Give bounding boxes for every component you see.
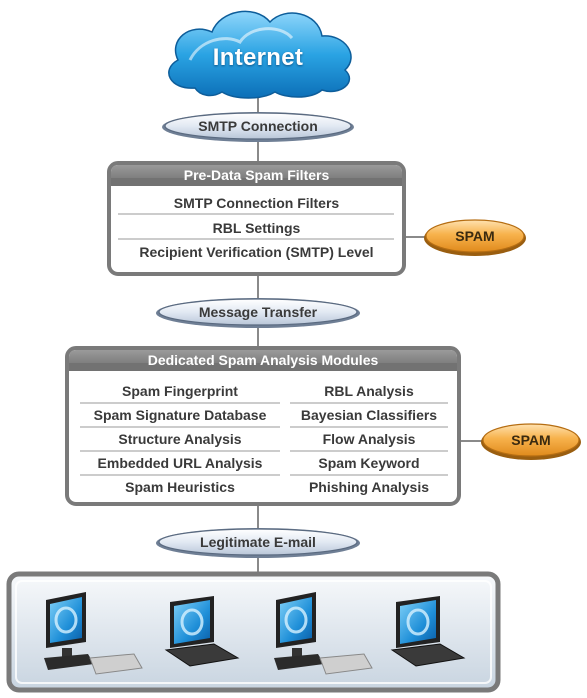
pre-data-title: Pre-Data Spam Filters (183, 167, 330, 183)
internet-cloud-icon (168, 10, 352, 99)
desktop-computer-icon (274, 592, 373, 675)
analysis-left-item: Structure Analysis (118, 431, 242, 447)
connector-pill-2 (156, 298, 360, 328)
smtp-connection-label: SMTP Connection (198, 118, 318, 134)
analysis-left-item: Spam Signature Database (93, 407, 267, 423)
connector-pill-1 (162, 112, 354, 142)
laptop-icon (164, 596, 240, 667)
flow-lines (257, 96, 482, 573)
analysis-right-item: Flow Analysis (322, 431, 416, 447)
message-transfer-label: Message Transfer (198, 304, 318, 320)
desktop-computer-icon (44, 592, 143, 675)
analysis-title: Dedicated Spam Analysis Modules (147, 352, 379, 368)
analysis-right-item: RBL Analysis (324, 383, 414, 399)
spam-pill-1 (424, 219, 526, 256)
spam-pill-2 (481, 423, 581, 460)
spam-label: SPAM (511, 432, 551, 448)
pre-data-row: Recipient Verification (SMTP) Level (139, 244, 374, 260)
spam-label: SPAM (455, 228, 495, 244)
analysis-box (65, 346, 461, 506)
legitimate-email-label: Legitimate E-mail (200, 534, 316, 550)
internet-label: Internet (212, 44, 304, 71)
laptop-icon (390, 596, 466, 667)
pre-data-row: RBL Settings (212, 220, 301, 236)
connector-pill-3 (156, 528, 360, 558)
pre-data-row: SMTP Connection Filters (173, 195, 340, 211)
analysis-left-item: Embedded URL Analysis (97, 455, 263, 471)
pre-data-box (107, 161, 406, 276)
analysis-left-item: Spam Fingerprint (122, 383, 238, 399)
analysis-right-item: Phishing Analysis (308, 479, 430, 495)
analysis-right-item: Spam Keyword (318, 455, 420, 471)
analysis-right-item: Bayesian Classifiers (300, 407, 438, 423)
analysis-left-item: Spam Heuristics (125, 479, 235, 495)
